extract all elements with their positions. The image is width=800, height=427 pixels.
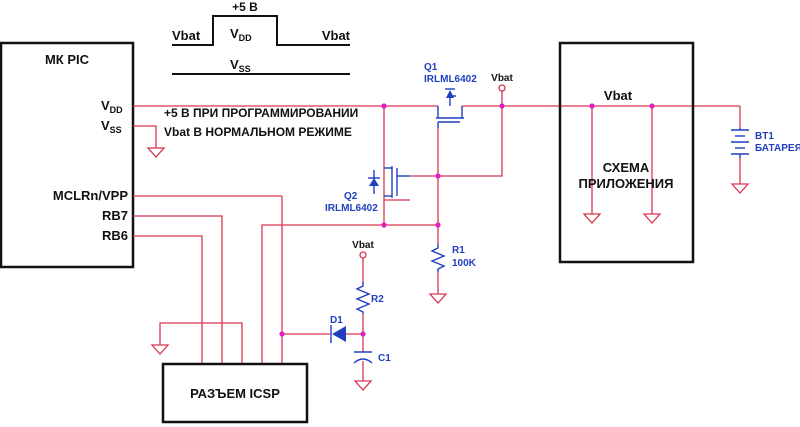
ground-symbols <box>146 147 750 391</box>
battery-symbol <box>731 128 749 158</box>
mcu-pin-vss: VSS <box>101 118 122 135</box>
ground-icsp <box>150 344 170 355</box>
note-line-2: Vbat В НОРМАЛЬНОМ РЕЖИМЕ <box>164 125 352 139</box>
vbat-r2-label: Vbat <box>352 240 374 251</box>
vbat-q1-label: Vbat <box>491 73 513 84</box>
mcu-pin-rb7: RB7 <box>102 208 128 223</box>
q2-part: IRLML6402 <box>325 203 378 214</box>
r2-ref: R2 <box>371 294 384 305</box>
note-line-1: +5 В ПРИ ПРОГРАММИРОВАНИИ <box>164 106 358 120</box>
app-box-line-2: ПРИЛОЖЕНИЯ <box>579 176 674 191</box>
mcu-pin-rb6: RB6 <box>102 228 128 243</box>
ground-c1 <box>353 380 373 391</box>
q1-mosfet-symbol <box>436 88 464 128</box>
vdd-waveform: +5 В Vbat Vbat VDD VSS <box>172 0 351 75</box>
waveform-top-label: +5 В <box>232 0 258 14</box>
mcu-block: МК PIC VDD VSS MCLRn/VPP RB7 RB6 <box>0 41 135 269</box>
mcu-pin-mclr: MCLRn/VPP <box>53 188 128 203</box>
icsp-connector-block <box>161 362 309 424</box>
c1-capacitor-symbol <box>353 351 373 364</box>
waveform-left-label: Vbat <box>172 28 201 43</box>
c1-ref: C1 <box>378 353 391 364</box>
d1-ref: D1 <box>330 315 343 326</box>
battery-name: БАТАРЕЯ <box>755 143 800 154</box>
d1-diode-symbol <box>330 325 346 343</box>
mcu-title: МК PIC <box>45 52 90 67</box>
waveform-vss-label: VSS <box>230 57 251 74</box>
vbat-bus-label: Vbat <box>604 88 633 103</box>
wires <box>133 91 741 381</box>
q2-mosfet-symbol <box>368 166 410 198</box>
r1-resistor-symbol <box>430 244 446 272</box>
r2-resistor-symbol <box>355 282 371 314</box>
ground-battery <box>730 183 750 194</box>
vbat-terminal-r2 <box>359 251 367 259</box>
mcu-pin-vdd: VDD <box>101 98 123 115</box>
app-circuit-block <box>558 41 695 264</box>
ground-app-2 <box>642 213 662 224</box>
ground-mcu-vss <box>146 147 166 158</box>
waveform-right-label: Vbat <box>322 28 351 43</box>
r1-value: 100K <box>452 258 477 269</box>
battery-ref: BT1 <box>755 131 774 142</box>
q1-ref: Q1 <box>424 62 438 73</box>
q2-ref: Q2 <box>344 191 358 202</box>
icsp-label: РАЗЪЕМ ICSP <box>190 386 280 401</box>
q1-part: IRLML6402 <box>424 74 477 85</box>
app-box-line-1: СХЕМА <box>603 160 650 175</box>
waveform-vdd-label: VDD <box>230 26 252 43</box>
ground-app-1 <box>582 213 602 224</box>
vbat-terminal-q1 <box>498 84 506 92</box>
r1-ref: R1 <box>452 245 465 256</box>
ground-r1 <box>428 293 448 304</box>
junction-dots <box>279 103 655 337</box>
